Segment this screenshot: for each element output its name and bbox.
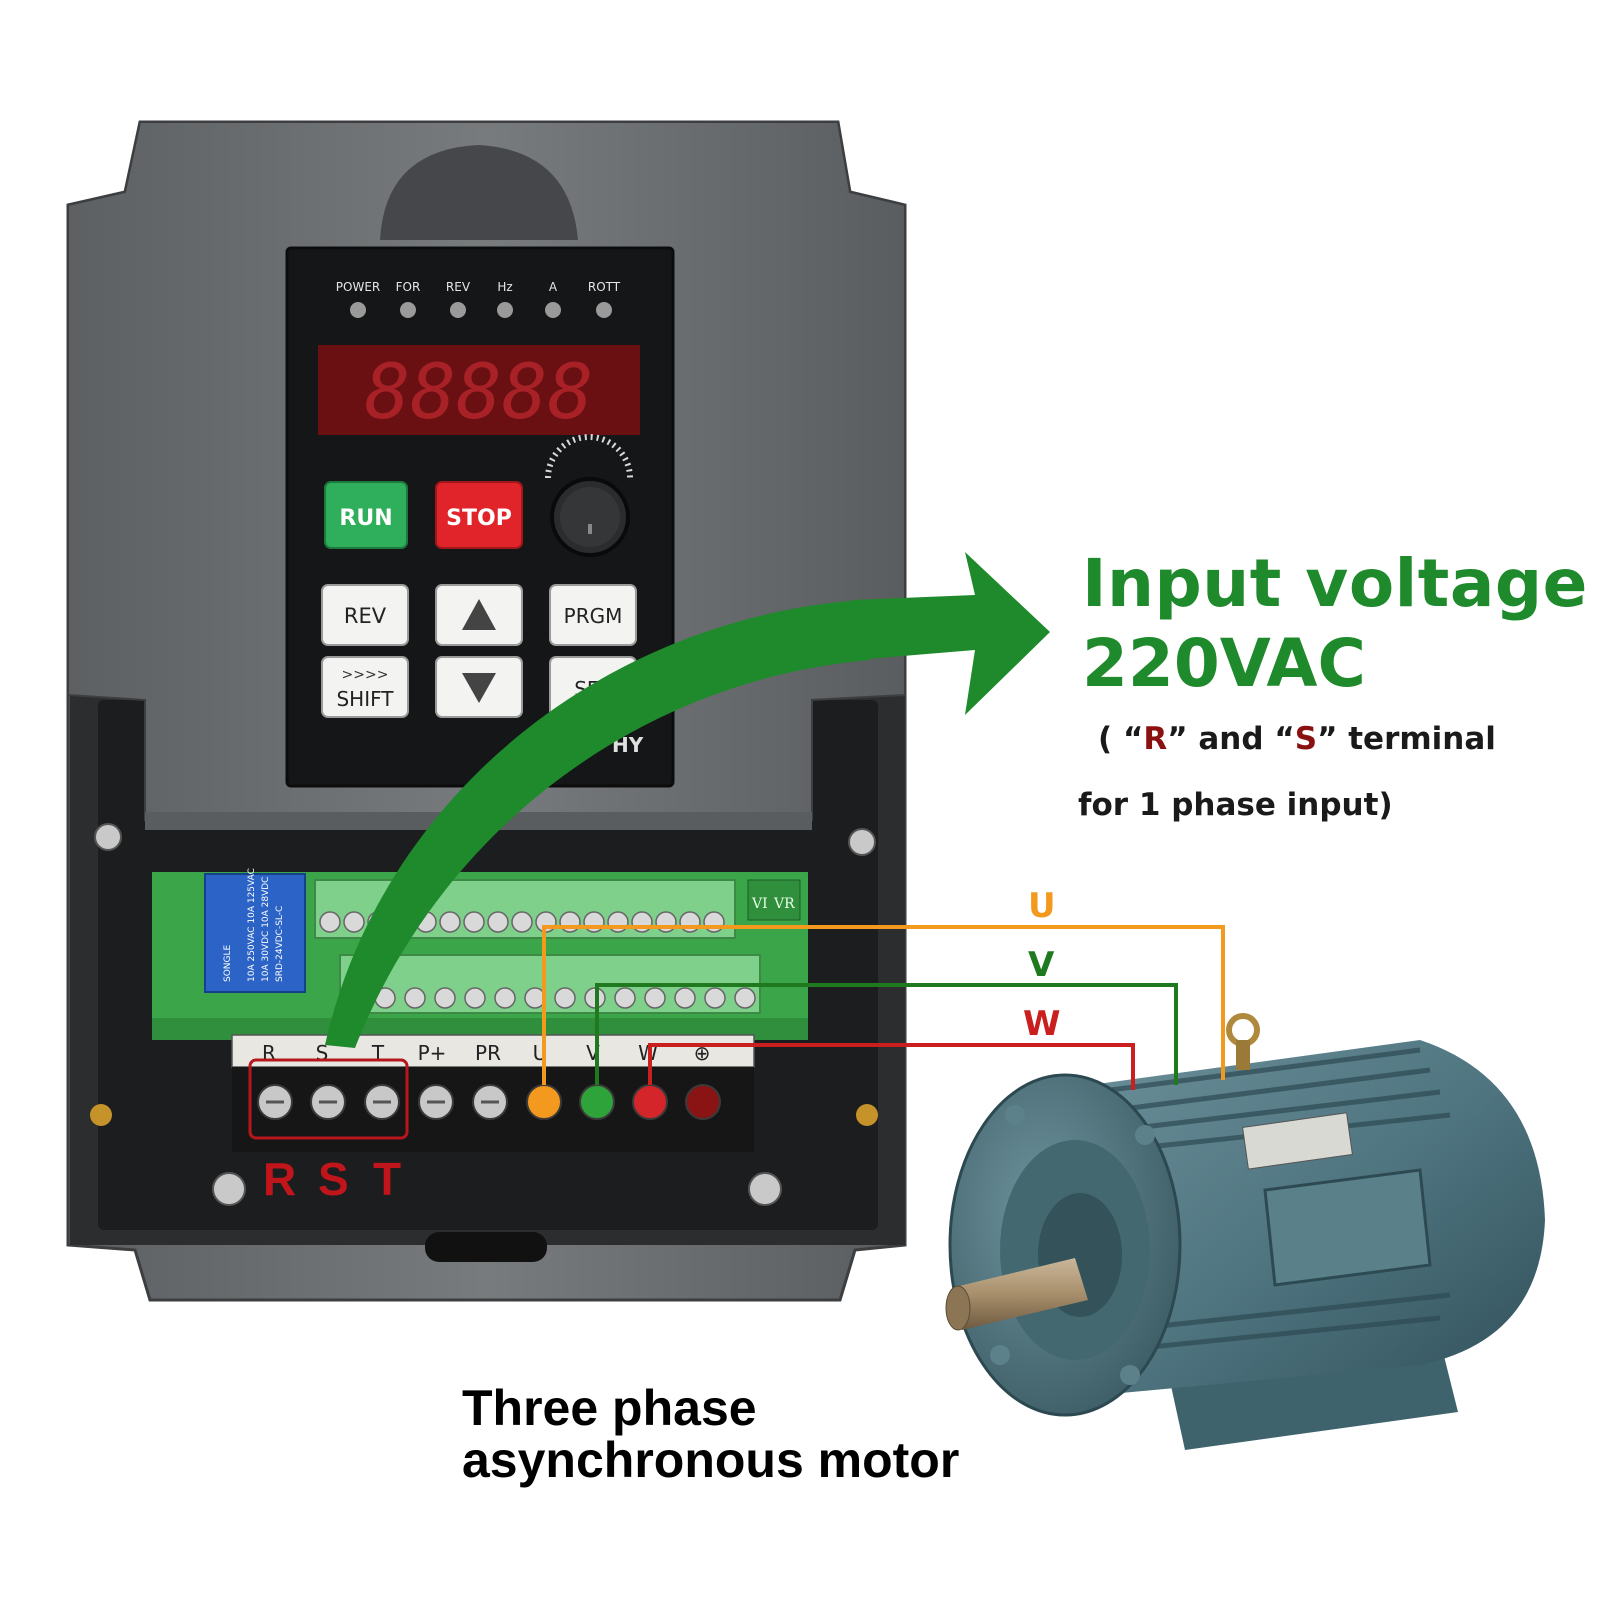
- rst-highlight-box: [248, 1058, 409, 1140]
- stop-label: STOP: [446, 506, 512, 531]
- rott-led: [596, 302, 612, 318]
- brass-inserts: [90, 1104, 878, 1126]
- prgm-button[interactable]: PRGM: [549, 584, 637, 646]
- note-open: ( “: [1098, 721, 1144, 757]
- input-voltage-title: Input voltage: [1082, 545, 1588, 622]
- terminal-screw-ground[interactable]: [685, 1084, 721, 1120]
- motor-label-line2: asynchronous motor: [462, 1432, 960, 1488]
- rst-label-r: R: [263, 1153, 296, 1205]
- up-button[interactable]: [435, 584, 523, 646]
- jumper-label-vr: VR: [773, 896, 795, 912]
- hz-led: [497, 302, 513, 318]
- terminal-screw-v[interactable]: [579, 1084, 615, 1120]
- relay-brand: SONGLE: [223, 944, 233, 982]
- relay-rating-2: 10A 30VDC 10A 28VDC: [261, 877, 271, 982]
- rev-key-label: REV: [344, 604, 387, 628]
- wire-u: [542, 925, 1225, 1085]
- speed-knob[interactable]: [545, 434, 633, 557]
- terminal-note-line2: for 1 phase input): [1078, 787, 1393, 823]
- relay-rating-1: 10A 250VAC 10A 125VAC: [247, 868, 257, 982]
- wire-label-u: U: [1028, 886, 1056, 926]
- indicator-label-rev: REV: [446, 280, 471, 294]
- note-terminal-r: R: [1143, 721, 1168, 757]
- for-led: [400, 302, 416, 318]
- wire-label-w: W: [1023, 1004, 1061, 1044]
- terminal-label-pr: PR: [475, 1041, 501, 1065]
- terminal-screw-w[interactable]: [632, 1084, 668, 1120]
- indicator-label-hz: Hz: [497, 280, 512, 294]
- led-display: [318, 345, 640, 435]
- terminal-label-p-plus: P+: [418, 1041, 447, 1065]
- indicator-label-power: POWER: [336, 280, 380, 294]
- indicator-label-a: A: [549, 280, 558, 294]
- three-phase-motor: [945, 1013, 1545, 1450]
- motor-label: Three phase asynchronous motor: [462, 1382, 959, 1486]
- shift-arrows-label: >>>>: [342, 667, 389, 683]
- stop-button[interactable]: STOP: [435, 481, 523, 549]
- note-close: ” terminal: [1317, 721, 1496, 757]
- rst-label-t: T: [373, 1153, 401, 1205]
- indicator-label-for: FOR: [396, 280, 421, 294]
- shift-button[interactable]: >>>> SHIFT: [321, 656, 409, 718]
- wire-w: [648, 1043, 1135, 1090]
- prgm-key-label: PRGM: [564, 604, 623, 628]
- run-button[interactable]: RUN: [324, 481, 408, 549]
- control-board: SONGLE 10A 250VAC 10A 125VAC 10A 30VDC 1…: [152, 868, 808, 1040]
- rev-button[interactable]: REV: [321, 584, 409, 646]
- rst-label-s: S: [318, 1153, 349, 1205]
- jumper-label-vi: VI: [751, 896, 768, 912]
- wire-label-v: V: [1028, 945, 1055, 985]
- a-led: [545, 302, 561, 318]
- relay: SONGLE 10A 250VAC 10A 125VAC 10A 30VDC 1…: [204, 868, 306, 993]
- motor-label-line1: Three phase: [462, 1380, 757, 1436]
- display-digits: 88888: [365, 347, 594, 436]
- rev-led: [450, 302, 466, 318]
- up-arrow-icon: [462, 599, 496, 630]
- shift-key-label: SHIFT: [336, 687, 394, 711]
- power-terminal-block: R S T P+ PR U V W ⊕: [231, 1034, 755, 1152]
- input-arrow-icon: [325, 552, 1050, 1048]
- run-label: RUN: [339, 506, 392, 531]
- note-mid: ” and “: [1167, 721, 1295, 757]
- input-voltage-value: 220VAC: [1082, 625, 1366, 702]
- relay-model: SRD-24VDC-SL-C: [275, 906, 285, 982]
- note-terminal-s: S: [1294, 721, 1318, 757]
- power-led: [350, 302, 366, 318]
- down-button[interactable]: [435, 656, 523, 718]
- keypad-panel: POWER FOR REV Hz A ROTT 88888 RUN STOP: [285, 246, 675, 788]
- terminal-screw-u[interactable]: [526, 1084, 562, 1120]
- indicator-label-rott: ROTT: [588, 280, 621, 294]
- terminal-note-line1: ( “R” and “S” terminal: [1098, 721, 1496, 757]
- wire-v: [595, 983, 1178, 1085]
- down-arrow-icon: [462, 673, 496, 703]
